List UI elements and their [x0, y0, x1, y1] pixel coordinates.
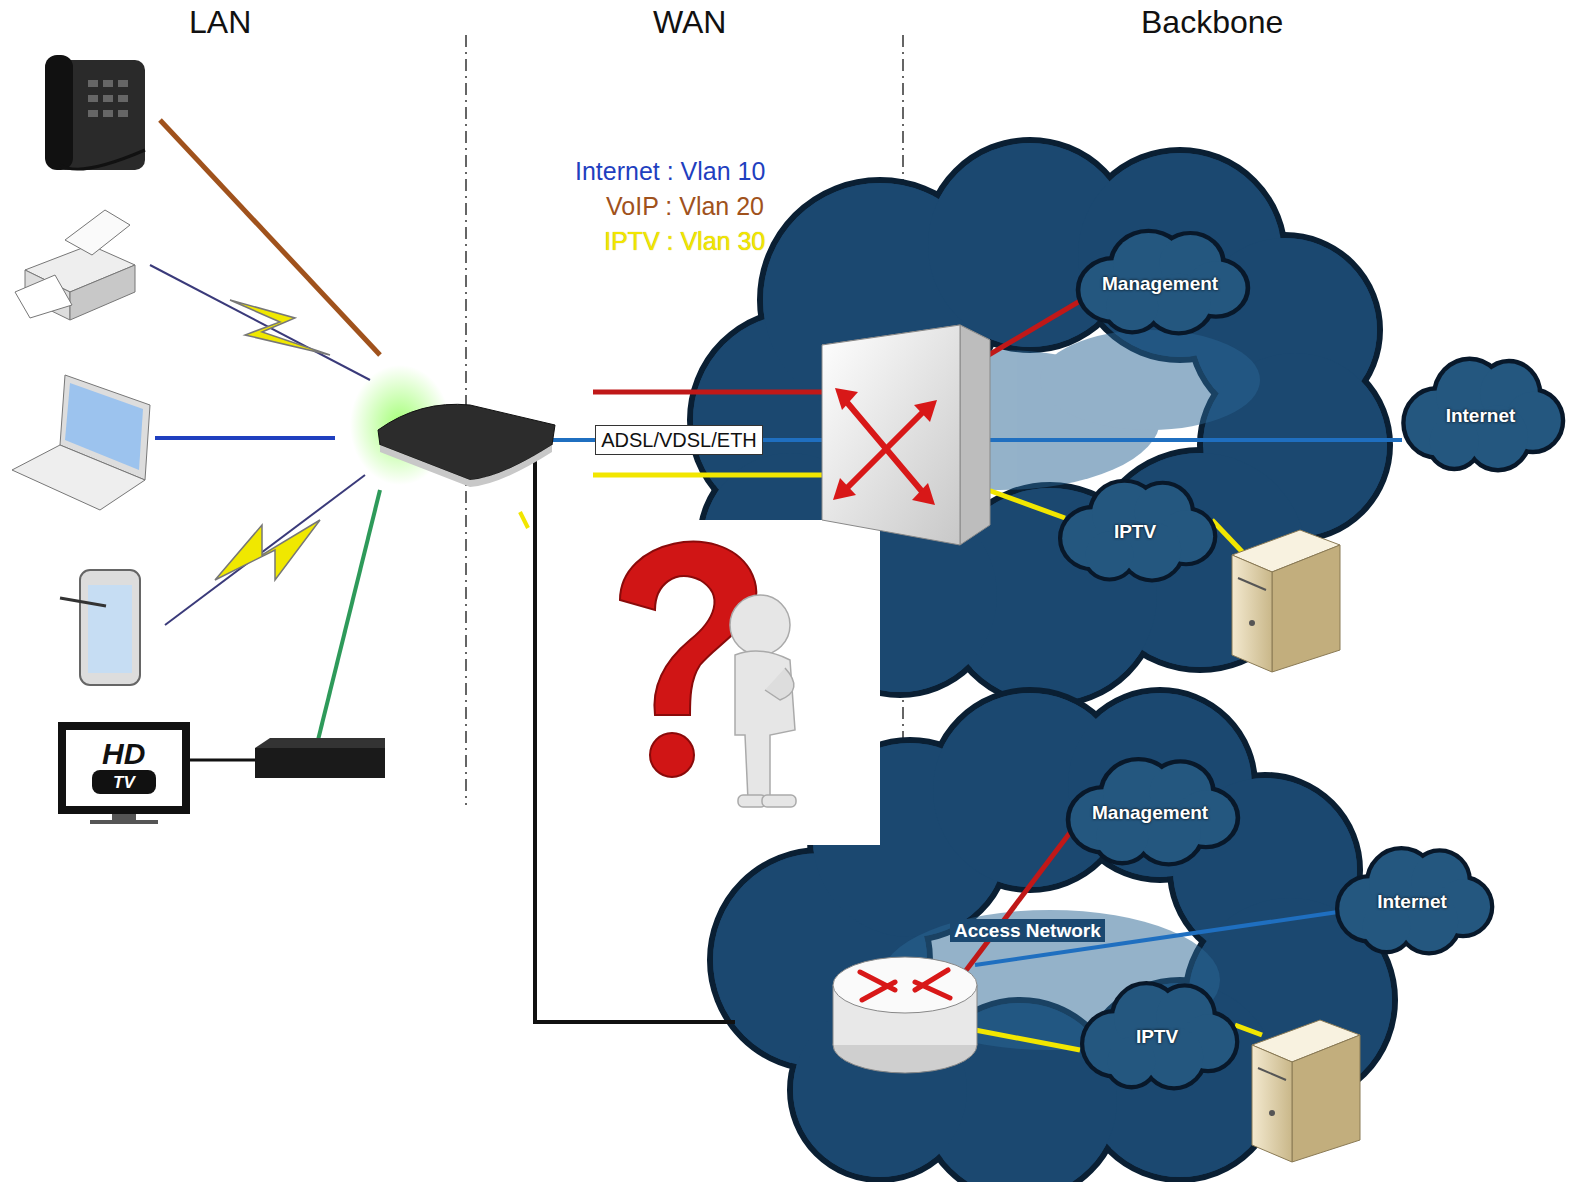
tv-logo-text: HD — [102, 739, 145, 769]
cloud-node: IPTV — [1072, 973, 1242, 1091]
node-text: ADSL/VDSL/ETH — [601, 429, 757, 452]
node-text: Internet — [1377, 891, 1447, 913]
legend-text: IPTV : Vlan 30 — [604, 227, 765, 255]
node-text: Management — [1102, 273, 1218, 295]
network-label: Access Network — [950, 919, 1105, 942]
cloud-node: Management — [1057, 749, 1243, 867]
node-text: IPTV — [1114, 521, 1156, 543]
column-heading: WAN — [653, 6, 726, 38]
cloud-node: IPTV — [1050, 471, 1220, 583]
tv-logo-text: TV — [113, 774, 135, 791]
legend-text: Internet : Vlan 10 — [575, 157, 765, 185]
cloud-node: Management — [1067, 221, 1253, 336]
cloud-node: Internet — [1327, 838, 1497, 956]
legend-entry: VoIP : Vlan 20 — [606, 194, 764, 219]
column-heading: LAN — [189, 6, 251, 38]
node-text: Management — [1092, 802, 1208, 824]
column-heading: Backbone — [1141, 6, 1283, 38]
node-text: Internet — [1446, 405, 1516, 427]
legend-entry: Internet : Vlan 10 — [575, 159, 765, 184]
cloud-node: Internet — [1393, 348, 1568, 473]
legend-text: VoIP : Vlan 20 — [606, 192, 764, 220]
legend-entry: IPTV : Vlan 30 — [604, 229, 765, 254]
node-text: IPTV — [1136, 1026, 1178, 1048]
link-type-box: ADSL/VDSL/ETH — [595, 425, 763, 455]
